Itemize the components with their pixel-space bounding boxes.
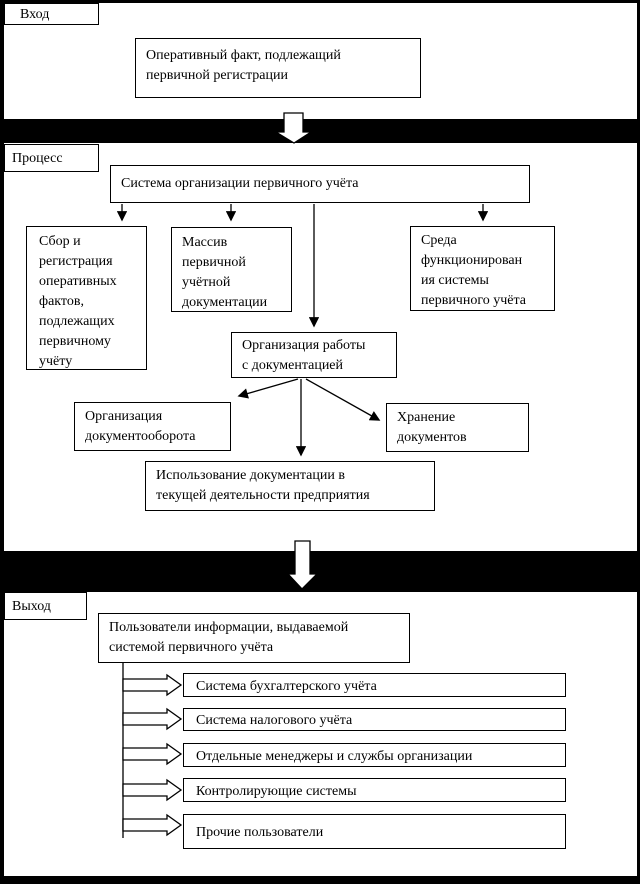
operational-fact-box: Оперативный факт, подлежащий первичной р… [135, 38, 421, 98]
arrow-work-org-to-docflow [237, 378, 299, 399]
primary-accounting-system-box: Система организации первичного учёта [110, 165, 530, 203]
band-arrow-process-to-output-icon [286, 540, 319, 590]
system-environment-box: Среда функционирован ия системы первично… [410, 226, 555, 311]
document-flow-org-box: Организация документооборота [74, 402, 231, 451]
user-item-control-systems: Контролирующие системы [183, 778, 566, 802]
collect-register-facts-box: Сбор и регистрация оперативных фактов, п… [26, 226, 147, 370]
user-item-other-users: Прочие пользователи [183, 814, 566, 849]
user-item-accounting-system: Система бухгалтерского учёта [183, 673, 566, 697]
user-item-tax-system: Система налогового учёта [183, 708, 566, 731]
document-storage-box: Хранение документов [386, 403, 529, 452]
information-users-box: Пользователи информации, выдаваемой сист… [98, 613, 410, 663]
block-arrow-user-3-icon [122, 742, 183, 766]
user-item-managers-services: Отдельные менеджеры и службы организации [183, 743, 566, 767]
arrow-work-org-to-storage [305, 378, 381, 421]
band-arrow-input-to-process-icon [273, 112, 314, 144]
output-section-label: Выход [4, 592, 87, 620]
block-arrow-user-5-icon [122, 813, 183, 837]
block-arrow-user-2-icon [122, 707, 183, 731]
primary-doc-array-box: Массив первичной учётной документации [171, 227, 292, 312]
block-arrow-user-1-icon [122, 673, 183, 697]
documentation-work-org-box: Организация работы с документацией [231, 332, 397, 378]
block-arrow-user-4-icon [122, 778, 183, 802]
process-section-label: Процесс [4, 144, 99, 172]
input-section-label: Вход [4, 3, 99, 25]
documentation-usage-box: Использование документации в текущей дея… [145, 461, 435, 511]
